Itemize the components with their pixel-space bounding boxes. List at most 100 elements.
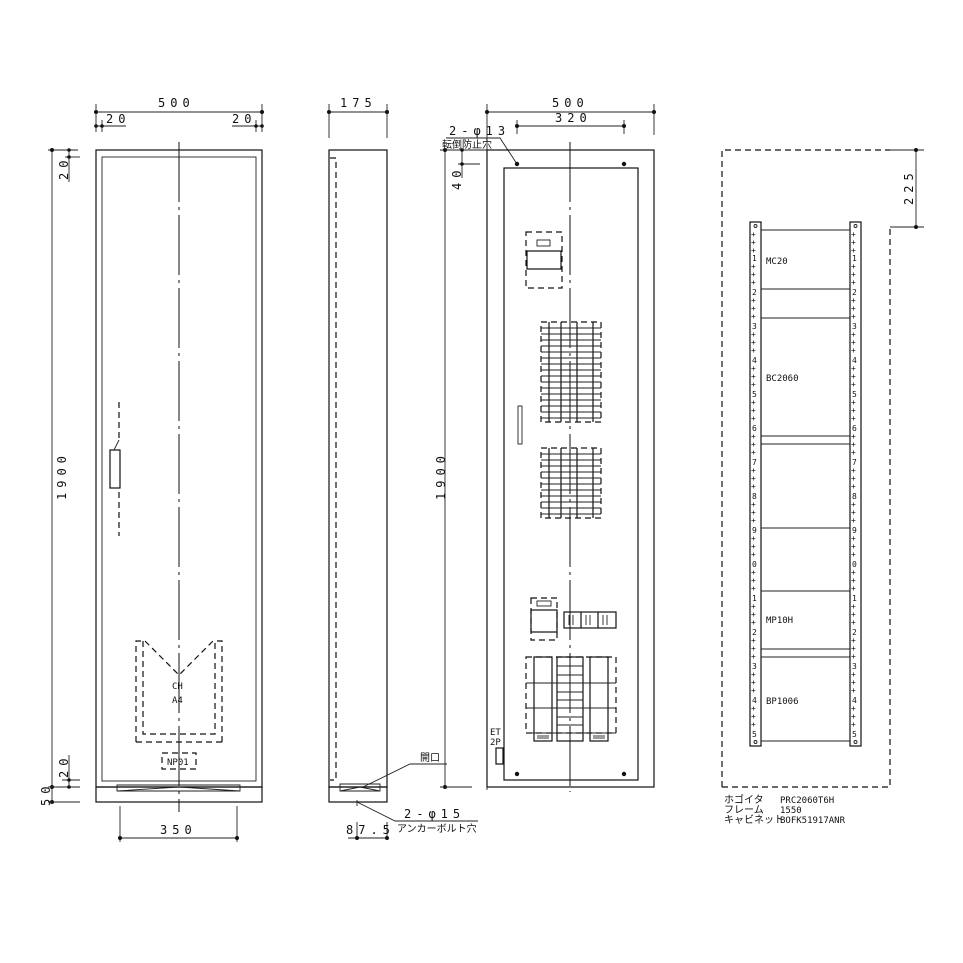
svg-text:3: 3	[852, 662, 857, 671]
svg-text:+: +	[751, 312, 756, 321]
rail-markings-right: +++ 1 +++ 2 +++ 3 +++ 4 +++ 5 +++ 6 +++ …	[851, 230, 857, 739]
svg-text:5: 5	[752, 730, 757, 739]
svg-text:+: +	[851, 644, 856, 653]
spec-label-cabinet: キャビネット	[724, 814, 784, 826]
front-base-height-dim: 50	[39, 782, 53, 806]
ch-label: CH	[172, 682, 183, 692]
svg-text:+: +	[751, 296, 756, 305]
svg-text:+: +	[751, 686, 756, 695]
svg-text:+: +	[851, 618, 856, 627]
svg-text:+: +	[851, 686, 856, 695]
svg-text:+: +	[751, 652, 756, 661]
opening-label: 開口	[420, 752, 440, 764]
module-label-bp1006: BP1006	[766, 697, 799, 707]
svg-text:+: +	[751, 278, 756, 287]
svg-text:+: +	[751, 712, 756, 721]
svg-text:+: +	[851, 678, 856, 687]
svg-text:+: +	[851, 516, 856, 525]
front-margin-left-dim: 20	[106, 112, 130, 126]
svg-text:+: +	[751, 670, 756, 679]
svg-text:+: +	[751, 644, 756, 653]
interior-view: 500 320 2-φ13 転倒防止穴 1900 40	[434, 96, 656, 792]
svg-text:+: +	[751, 550, 756, 559]
svg-text:+: +	[751, 238, 756, 247]
svg-text:5: 5	[752, 390, 757, 399]
hole-count: 2-φ13	[449, 124, 510, 138]
svg-text:+: +	[751, 534, 756, 543]
svg-text:+: +	[751, 304, 756, 313]
spec-value-cover: PRC2060T6H	[780, 796, 834, 806]
svg-text:+: +	[851, 262, 856, 271]
svg-text:+: +	[751, 372, 756, 381]
side-depth-dim: 175	[340, 96, 377, 110]
svg-text:9: 9	[852, 526, 857, 535]
svg-text:+: +	[851, 380, 856, 389]
svg-text:+: +	[751, 346, 756, 355]
svg-text:+: +	[751, 364, 756, 373]
side-view: 175 開口 2-φ15 アンカーボルト穴 87.5	[327, 96, 478, 840]
et-poles-label: 2P	[490, 738, 501, 748]
svg-text:+: +	[751, 500, 756, 509]
svg-text:+: +	[851, 230, 856, 239]
svg-text:+: +	[851, 704, 856, 713]
svg-text:3: 3	[752, 662, 757, 671]
svg-text:+: +	[751, 338, 756, 347]
spec-table: ホゴイタ PRC2060T6H フレーム 1550 キャビネット BOFK519…	[724, 793, 846, 826]
spec-value-frame: 1550	[780, 806, 802, 816]
svg-text:+: +	[851, 414, 856, 423]
svg-text:+: +	[851, 542, 856, 551]
svg-text:+: +	[751, 584, 756, 593]
svg-text:+: +	[851, 670, 856, 679]
svg-text:+: +	[851, 270, 856, 279]
svg-text:+: +	[851, 296, 856, 305]
module-label-bc2060: BC2060	[766, 374, 799, 384]
spec-value-cabinet: BOFK51917ANR	[780, 816, 846, 826]
svg-text:+: +	[851, 602, 856, 611]
svg-text:+: +	[851, 432, 856, 441]
front-margin-top-dim: 20	[57, 156, 71, 180]
svg-text:+: +	[751, 576, 756, 585]
svg-text:7: 7	[852, 458, 857, 467]
svg-text:4: 4	[852, 696, 857, 705]
interior-width-dim: 500	[552, 96, 589, 110]
svg-text:5: 5	[852, 730, 857, 739]
hole-label: 転倒防止穴	[442, 138, 492, 151]
interior-height-dim: 1900	[434, 451, 448, 500]
svg-text:+: +	[851, 312, 856, 321]
svg-text:+: +	[751, 270, 756, 279]
front-width-dim: 500	[158, 96, 195, 110]
svg-text:+: +	[851, 364, 856, 373]
svg-text:+: +	[751, 466, 756, 475]
svg-text:+: +	[751, 542, 756, 551]
rail-markings-left: +++ 1 +++ 2 +++ 3 +++ 4 +++ 5 +++ 6 +++ …	[751, 230, 757, 739]
svg-text:+: +	[751, 406, 756, 415]
svg-text:+: +	[751, 704, 756, 713]
svg-text:+: +	[851, 534, 856, 543]
svg-text:+: +	[851, 508, 856, 517]
spec-label-cover: ホゴイタ	[724, 793, 764, 806]
svg-text:+: +	[751, 720, 756, 729]
svg-text:+: +	[751, 230, 756, 239]
svg-text:2: 2	[852, 288, 857, 297]
svg-text:+: +	[851, 398, 856, 407]
svg-text:3: 3	[852, 322, 857, 331]
svg-text:7: 7	[752, 458, 757, 467]
svg-text:+: +	[851, 474, 856, 483]
spec-label-frame: フレーム	[724, 804, 764, 816]
svg-text:1: 1	[752, 594, 757, 603]
svg-text:+: +	[751, 432, 756, 441]
svg-text:+: +	[751, 380, 756, 389]
module-label-mc20: MC20	[766, 257, 788, 267]
svg-text:+: +	[851, 720, 856, 729]
svg-text:+: +	[851, 466, 856, 475]
frame-top-offset-dim: 225	[902, 168, 916, 205]
svg-text:1: 1	[852, 254, 857, 263]
svg-text:4: 4	[752, 356, 757, 365]
svg-text:+: +	[751, 474, 756, 483]
svg-text:+: +	[751, 602, 756, 611]
nameplate-label: NP01	[167, 758, 189, 768]
svg-text:+: +	[751, 262, 756, 271]
svg-text:+: +	[751, 516, 756, 525]
svg-text:+: +	[851, 550, 856, 559]
